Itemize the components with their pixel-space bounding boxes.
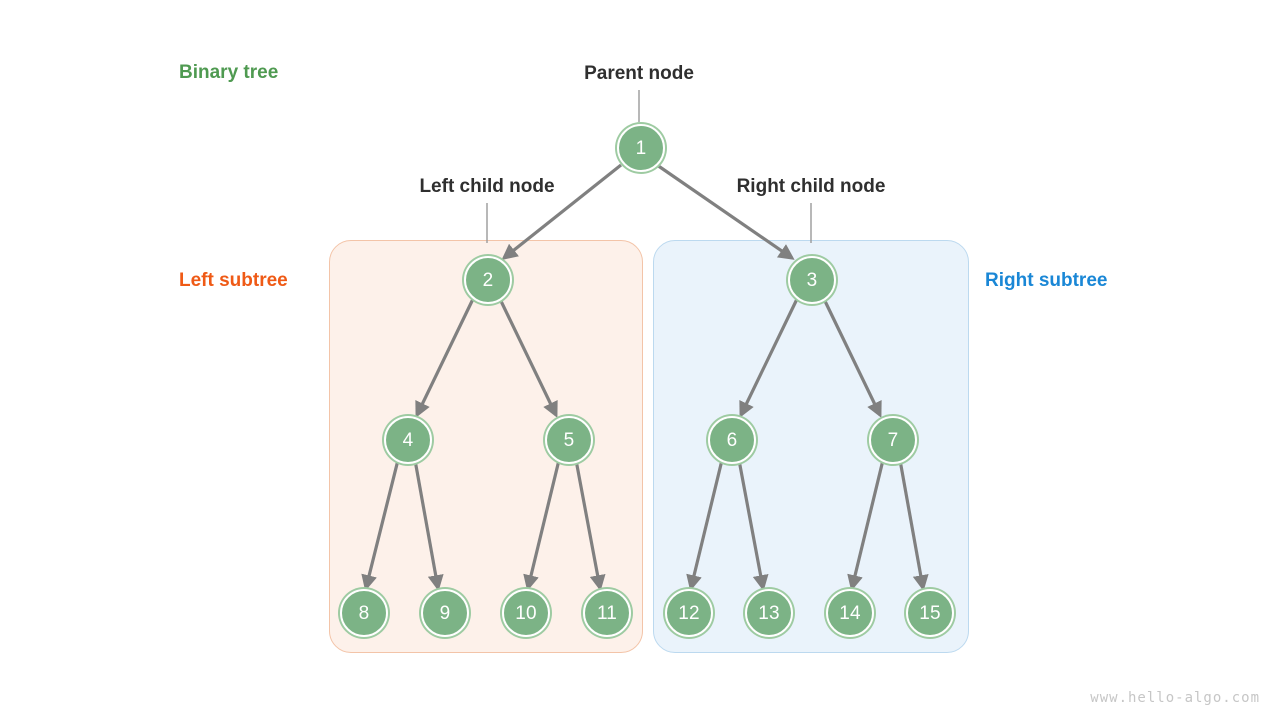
tree-node-7[interactable]: 7: [869, 416, 917, 464]
tree-node-11[interactable]: 11: [583, 589, 631, 637]
watermark: www.hello-algo.com: [1090, 690, 1260, 706]
tree-node-9[interactable]: 9: [421, 589, 469, 637]
tree-node-6[interactable]: 6: [708, 416, 756, 464]
annotation-left-subtree: Left subtree: [179, 270, 288, 291]
tree-node-10[interactable]: 10: [502, 589, 550, 637]
tree-node-15[interactable]: 15: [906, 589, 954, 637]
annotation-leader-lines: [486, 90, 812, 243]
annotation-parent-node: Parent node: [584, 63, 694, 84]
tree-edges: [361, 163, 929, 592]
diagram-title: Binary tree: [179, 62, 279, 83]
tree-node-4[interactable]: 4: [384, 416, 432, 464]
tree-node-12[interactable]: 12: [665, 589, 713, 637]
tree-node-5[interactable]: 5: [545, 416, 593, 464]
tree-node-8[interactable]: 8: [340, 589, 388, 637]
annotation-right-child-node: Right child node: [736, 176, 886, 197]
tree-node-2[interactable]: 2: [464, 256, 512, 304]
tree-node-3[interactable]: 3: [788, 256, 836, 304]
tree-node-1[interactable]: 1: [617, 124, 665, 172]
tree-node-14[interactable]: 14: [826, 589, 874, 637]
tree-node-13[interactable]: 13: [745, 589, 793, 637]
annotation-left-child-node: Left child node: [419, 176, 555, 197]
annotation-right-subtree: Right subtree: [985, 270, 1108, 291]
